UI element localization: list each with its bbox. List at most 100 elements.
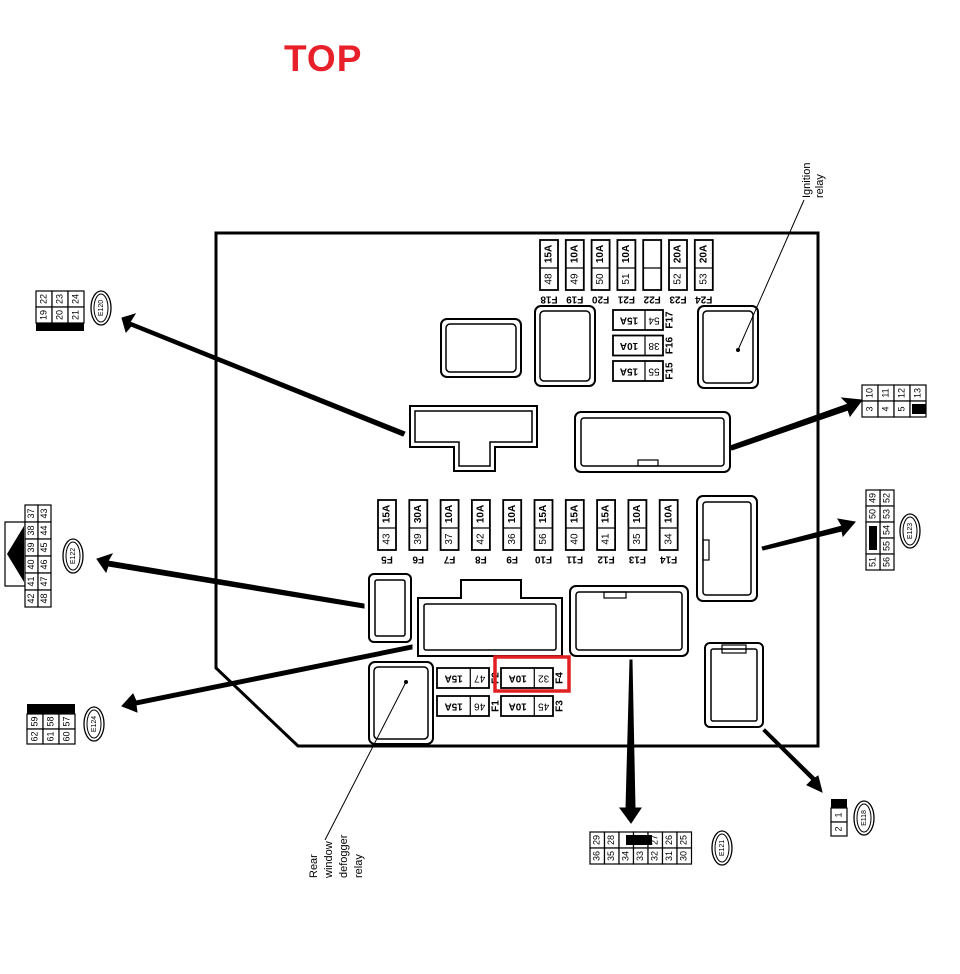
fuse-id: F14 — [660, 553, 678, 564]
fuse-body — [408, 499, 429, 551]
fuse-terminal: 36 — [507, 533, 518, 545]
pin-number: 45 — [39, 542, 49, 552]
pin-number: 47 — [39, 576, 49, 586]
fuse-id: F17 — [665, 311, 676, 329]
pin-number: 19 — [38, 310, 48, 320]
fuse-body — [627, 499, 648, 551]
fuse-body — [533, 499, 554, 551]
fuse-terminal: 41 — [601, 533, 612, 545]
pin-number: 12 — [896, 388, 906, 398]
fuse-id: F11 — [566, 553, 583, 564]
fuse-body — [502, 499, 523, 551]
fuse-id: F23 — [669, 293, 687, 304]
fuse-id: F13 — [628, 553, 646, 564]
fuse-id: F12 — [597, 553, 615, 564]
connector-label: E123 — [907, 523, 914, 539]
fuse-id: F7 — [443, 553, 455, 564]
fuse-rating: 10A — [508, 672, 526, 683]
fuse-rating: 10A — [663, 505, 674, 523]
fuse-body — [596, 499, 616, 551]
fuse-terminal: 45 — [538, 700, 550, 711]
pin-number: 62 — [29, 731, 39, 741]
arrow-e119 — [729, 397, 863, 451]
pin-cell — [58, 728, 76, 745]
pin-number: 33 — [635, 851, 645, 861]
pin-cell — [676, 847, 693, 865]
fuse-terminal: 39 — [413, 533, 424, 545]
pin-number: 27 — [650, 835, 660, 845]
fuse-terminal: 34 — [663, 533, 674, 545]
connector-badge-e122: E122 — [62, 538, 84, 574]
fuse-body — [693, 239, 714, 291]
connector-socket-e122 — [368, 573, 412, 643]
pin-number: 57 — [61, 716, 71, 726]
pin-number: 60 — [61, 731, 71, 741]
leader-ignition-relay — [737, 199, 805, 351]
connector-socket-e119 — [574, 411, 731, 473]
pin-number: 20 — [54, 310, 64, 320]
fuse-rating: 10A — [632, 505, 643, 523]
pin-number: 40 — [26, 559, 36, 569]
fuse-terminal: 53 — [698, 273, 709, 285]
fuse-id: F4 — [555, 672, 566, 684]
arrow-e120 — [121, 313, 406, 437]
connector-socket-e124 — [417, 579, 563, 657]
fuse-f22[interactable]: F22 — [642, 239, 663, 304]
fuse-terminal: 35 — [632, 533, 643, 545]
pin-number: 10 — [864, 388, 874, 398]
connector-e118: 12 — [830, 799, 848, 837]
fuse-id: F21 — [617, 293, 635, 304]
relay-cavity-2 — [534, 305, 596, 387]
fuse-rating: 30A — [413, 505, 424, 523]
pin-number: 50 — [867, 509, 877, 519]
pin-number: 56 — [881, 557, 891, 567]
fuse-terminal: 42 — [476, 533, 487, 545]
fuse-terminal: 37 — [444, 533, 455, 545]
pin-number: 41 — [26, 576, 36, 586]
fuse-box-outline — [214, 231, 820, 748]
arrow-e123 — [761, 518, 856, 551]
fuse-body — [616, 239, 637, 291]
fuse-rating: 10A — [621, 245, 632, 263]
pin-number: 36 — [592, 851, 602, 861]
fuse-body — [612, 309, 664, 331]
pin-number: 39 — [26, 542, 36, 552]
fuse-body — [658, 499, 679, 551]
fuse-id: F20 — [592, 293, 610, 304]
fuse-id: F19 — [566, 293, 584, 304]
fuse-rating: 10A — [476, 505, 487, 523]
fuse-body — [436, 695, 490, 717]
pin-number: 55 — [881, 541, 891, 551]
fuse-id: F6 — [412, 553, 424, 564]
fuse-body — [642, 239, 663, 291]
fuse-id: F22 — [643, 293, 661, 304]
